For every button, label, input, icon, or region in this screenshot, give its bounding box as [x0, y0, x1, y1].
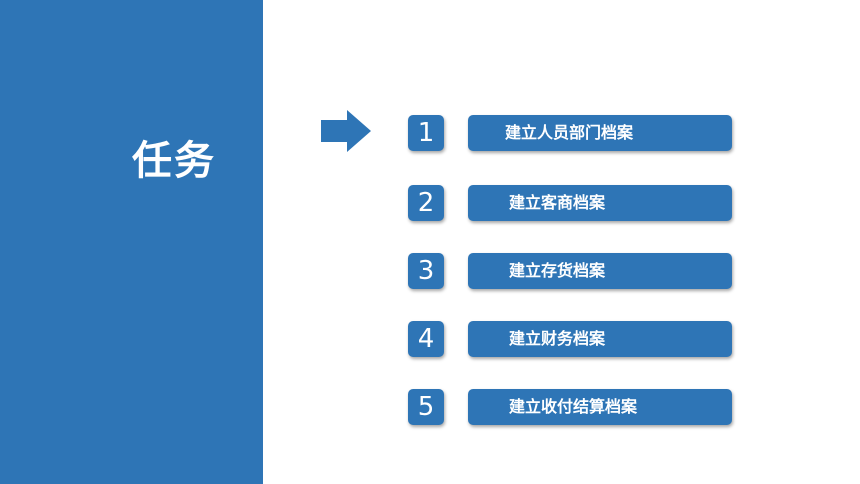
task-item-2[interactable]: 建立客商档案 [468, 185, 732, 221]
task-item-4[interactable]: 建立财务档案 [468, 321, 732, 357]
task-number-3: 3 [408, 253, 444, 289]
page-title: 任务 [132, 138, 216, 184]
task-item-1[interactable]: 建立人员部门档案 [468, 115, 732, 151]
task-label: 建立收付结算档案 [509, 397, 638, 416]
task-item-3[interactable]: 建立存货档案 [468, 253, 732, 289]
task-number-2: 2 [408, 185, 444, 221]
right-arrow-icon [321, 110, 371, 152]
task-label: 建立客商档案 [509, 193, 606, 212]
task-number-5: 5 [408, 389, 444, 425]
task-number-4: 4 [408, 321, 444, 357]
sidebar-panel: 任务 [0, 0, 263, 484]
task-label: 建立人员部门档案 [505, 123, 634, 142]
task-label: 建立存货档案 [509, 261, 606, 280]
task-number-1: 1 [408, 115, 444, 151]
task-label: 建立财务档案 [509, 329, 606, 348]
task-item-5[interactable]: 建立收付结算档案 [468, 389, 732, 425]
